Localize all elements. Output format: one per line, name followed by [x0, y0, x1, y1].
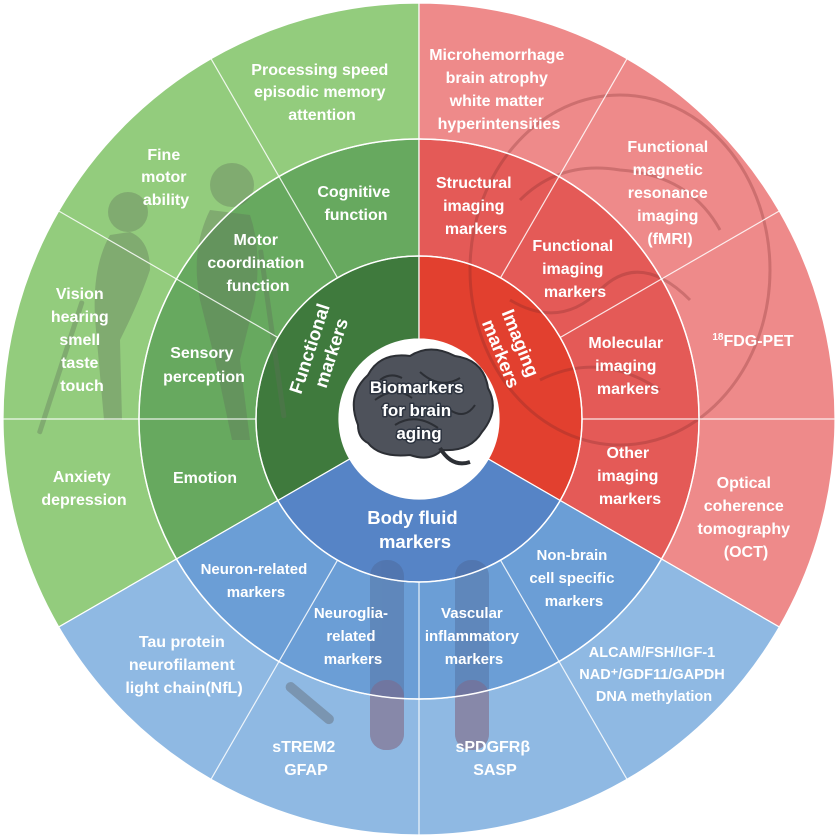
oct-label: Optical coherence tomography (OCT): [698, 475, 795, 561]
vascular-inflammatory-label: Vascular inflammatory markers: [425, 605, 523, 668]
center-title-line: for brain: [382, 401, 451, 420]
non-brain-cell-label: Non-brain cell specific markers: [529, 547, 618, 610]
spdgfr-sasp-label: sPDGFRβ SASP: [455, 739, 534, 779]
segment-divider: [661, 210, 780, 280]
segment-divider: [210, 661, 280, 780]
fmri-label: Functional magnetic resonance imaging (f…: [627, 139, 712, 248]
strem2-gfap-label: sTREM2 GFAP: [272, 739, 340, 779]
center-title-line: aging: [396, 424, 441, 443]
fdg-pet-label: 18FDG-PET: [712, 332, 794, 350]
segment-separators: [3, 58, 835, 835]
sensory-perception-label: Sensory perception: [163, 345, 245, 386]
center-title-line: Biomarkers: [370, 378, 464, 397]
processing-speed-label: Processing speed episodic memory attenti…: [251, 62, 392, 124]
segment-divider: [278, 176, 339, 279]
segment-divider: [176, 278, 279, 339]
motor-coordination-label: Motor coordination function: [207, 232, 308, 295]
elderly-silhouette-illustration: [37, 163, 287, 440]
segment-divider: [558, 58, 628, 177]
body-fluid-markers-label: Body fluid markers: [367, 507, 463, 552]
other-imaging-label: Other imaging markers: [597, 445, 663, 508]
tau-protein-label: Tau protein neurofilament light chain(Nf…: [125, 634, 242, 697]
segment-divider: [499, 559, 560, 662]
ring-border: [138, 138, 700, 700]
center-title: Biomarkers for brain aging: [370, 378, 468, 443]
segment-divider: [58, 210, 177, 280]
emotion-label: Emotion: [173, 470, 237, 487]
segment-divider: [210, 58, 280, 177]
neuroglia-related-label: Neuroglia- related markers: [314, 605, 392, 668]
segment-divider: [499, 176, 560, 279]
ring-border: [255, 255, 583, 583]
microhemorrhage-label: Microhemorrhage brain atrophy white matt…: [429, 47, 569, 133]
senses-label: Vision hearing smell taste touch: [51, 286, 113, 395]
alcam-label: ALCAM/FSH/IGF-1 NAD⁺/GDF11/GAPDH DNA met…: [579, 645, 728, 705]
brain-icon: [352, 348, 494, 466]
blood-tube-illustration: [285, 560, 489, 750]
neuron-related-label: Neuron-related markers: [201, 561, 312, 601]
structural-imaging-label: Structural imaging markers: [436, 175, 516, 238]
functional-imaging-label: Functional imaging markers: [532, 238, 617, 301]
segment-divider: [278, 559, 339, 662]
cognitive-function-label: Cognitive function: [317, 184, 394, 224]
molecular-imaging-label: Molecular imaging markers: [588, 335, 667, 398]
fine-motor-label: Fine motor ability: [141, 147, 191, 209]
segment-divider: [558, 661, 628, 780]
segment-divider: [559, 278, 662, 339]
anxiety-depression-label: Anxiety depression: [41, 469, 126, 509]
